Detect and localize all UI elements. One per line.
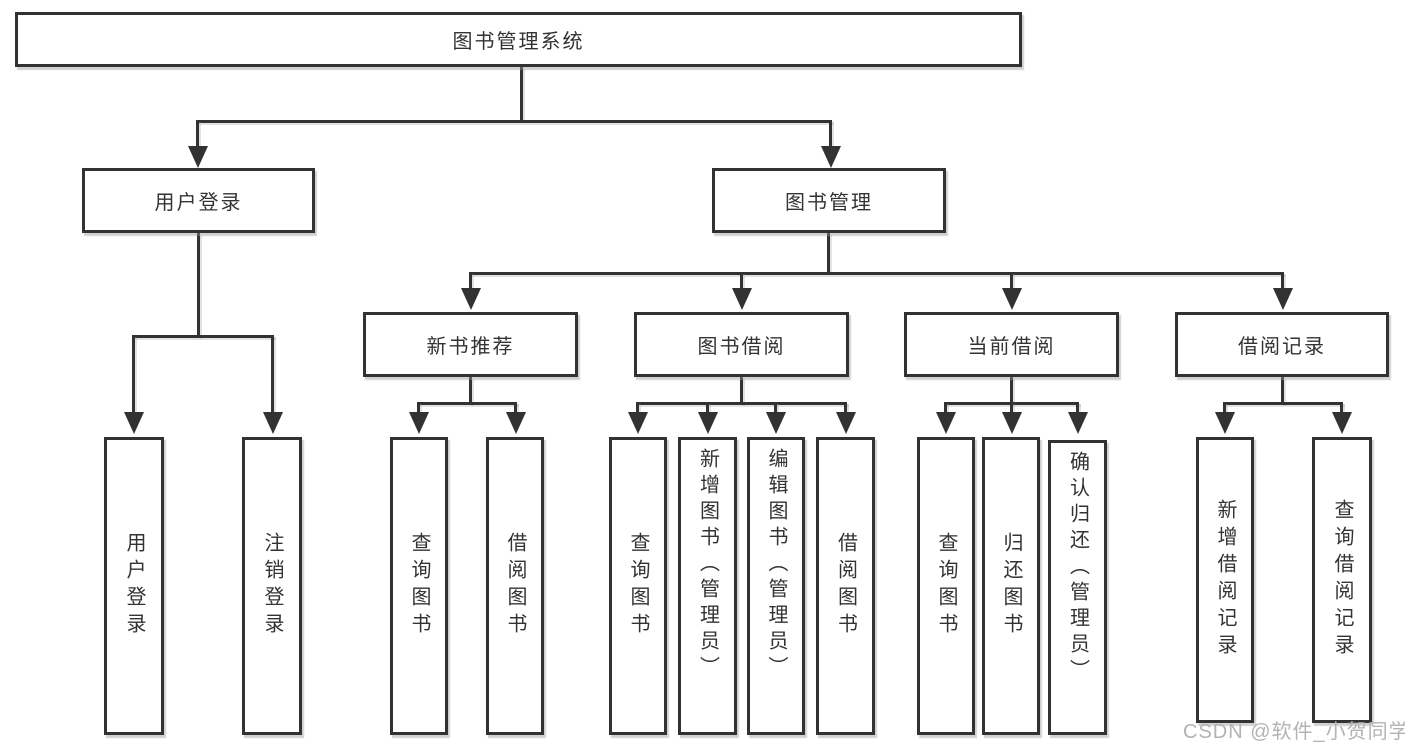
connector-bus [417, 402, 517, 405]
arrow-down-icon [409, 412, 429, 434]
leaf-logout: 注销登录 [242, 437, 302, 735]
node-library-management-system: 图书管理系统 [15, 12, 1022, 67]
arrow-down-icon [821, 146, 841, 168]
csdn-watermark: CSDN @软件_小贺同学 [1183, 721, 1405, 743]
connector-stem [1281, 272, 1284, 290]
leaf-add-borrow-record: 新增借阅记录 [1196, 437, 1254, 723]
arrow-down-icon [263, 412, 283, 434]
connector-mgmt-drop [827, 233, 830, 272]
arrow-down-icon [1215, 412, 1235, 434]
arrow-down-icon [1273, 288, 1293, 310]
leaf-edit-book-admin: 编辑图书（管理员） [747, 437, 805, 735]
connector-stem [1010, 402, 1013, 414]
node-book-management: 图书管理 [712, 168, 946, 233]
connector-stem [1340, 402, 1343, 414]
arrow-down-icon [461, 288, 481, 310]
arrow-down-icon [1002, 288, 1022, 310]
connector-bus [636, 402, 847, 405]
arrow-down-icon [188, 146, 208, 168]
connector-stem [271, 335, 274, 414]
connector-stem [132, 335, 135, 414]
node-user-login: 用户登录 [82, 168, 315, 233]
leaf-confirm-return-admin: 确认归还（管理员） [1048, 440, 1107, 735]
connector-drop [1281, 377, 1284, 404]
connector-stem [740, 272, 743, 290]
leaf-recommend-borrow-books: 借阅图书 [486, 437, 544, 735]
connector-stem [1223, 402, 1226, 414]
node-book-borrow: 图书借阅 [634, 312, 849, 377]
arrow-down-icon [698, 412, 718, 434]
leaf-current-query-books: 查询图书 [917, 437, 975, 735]
connector-bus [1223, 402, 1343, 405]
connector-stem [844, 402, 847, 414]
leaf-recommend-query-books: 查询图书 [390, 437, 448, 735]
leaf-borrow-borrow-books: 借阅图书 [816, 437, 875, 735]
connector-stem [1076, 402, 1079, 414]
connector-stem [774, 402, 777, 414]
node-current-borrow: 当前借阅 [904, 312, 1119, 377]
connector-stem [636, 402, 639, 414]
connector-root-drop [520, 67, 523, 120]
arrow-down-icon [506, 412, 526, 434]
arrow-down-icon [1332, 412, 1352, 434]
connector-level2-bus [196, 120, 832, 123]
node-new-book-recommend: 新书推荐 [363, 312, 578, 377]
connector-stem [514, 402, 517, 414]
connector-stem [829, 120, 832, 148]
arrow-down-icon [936, 412, 956, 434]
connector-stem [417, 402, 420, 414]
arrow-down-icon [1002, 412, 1022, 434]
arrow-down-icon [836, 412, 856, 434]
leaf-user-login: 用户登录 [104, 437, 164, 735]
arrow-down-icon [766, 412, 786, 434]
arrow-down-icon [124, 412, 144, 434]
connector-stem [1010, 272, 1013, 290]
arrow-down-icon [628, 412, 648, 434]
connector-drop [469, 377, 472, 404]
leaf-query-borrow-record: 查询借阅记录 [1312, 437, 1372, 723]
connector-stem [469, 272, 472, 290]
connector-drop [740, 377, 743, 404]
connector-stem [196, 120, 199, 148]
arrow-down-icon [1068, 412, 1088, 434]
connector-stem [944, 402, 947, 414]
connector-drop [1010, 377, 1013, 404]
node-borrow-records: 借阅记录 [1175, 312, 1389, 377]
arrow-down-icon [732, 288, 752, 310]
leaf-add-book-admin: 新增图书（管理员） [678, 437, 737, 735]
connector-stem [706, 402, 709, 414]
connector-level3-bus [469, 272, 1283, 275]
connector-login-drop [197, 233, 200, 337]
leaf-borrow-query-books: 查询图书 [609, 437, 667, 735]
connector-login-bus [132, 335, 274, 338]
leaf-return-books: 归还图书 [982, 437, 1040, 735]
